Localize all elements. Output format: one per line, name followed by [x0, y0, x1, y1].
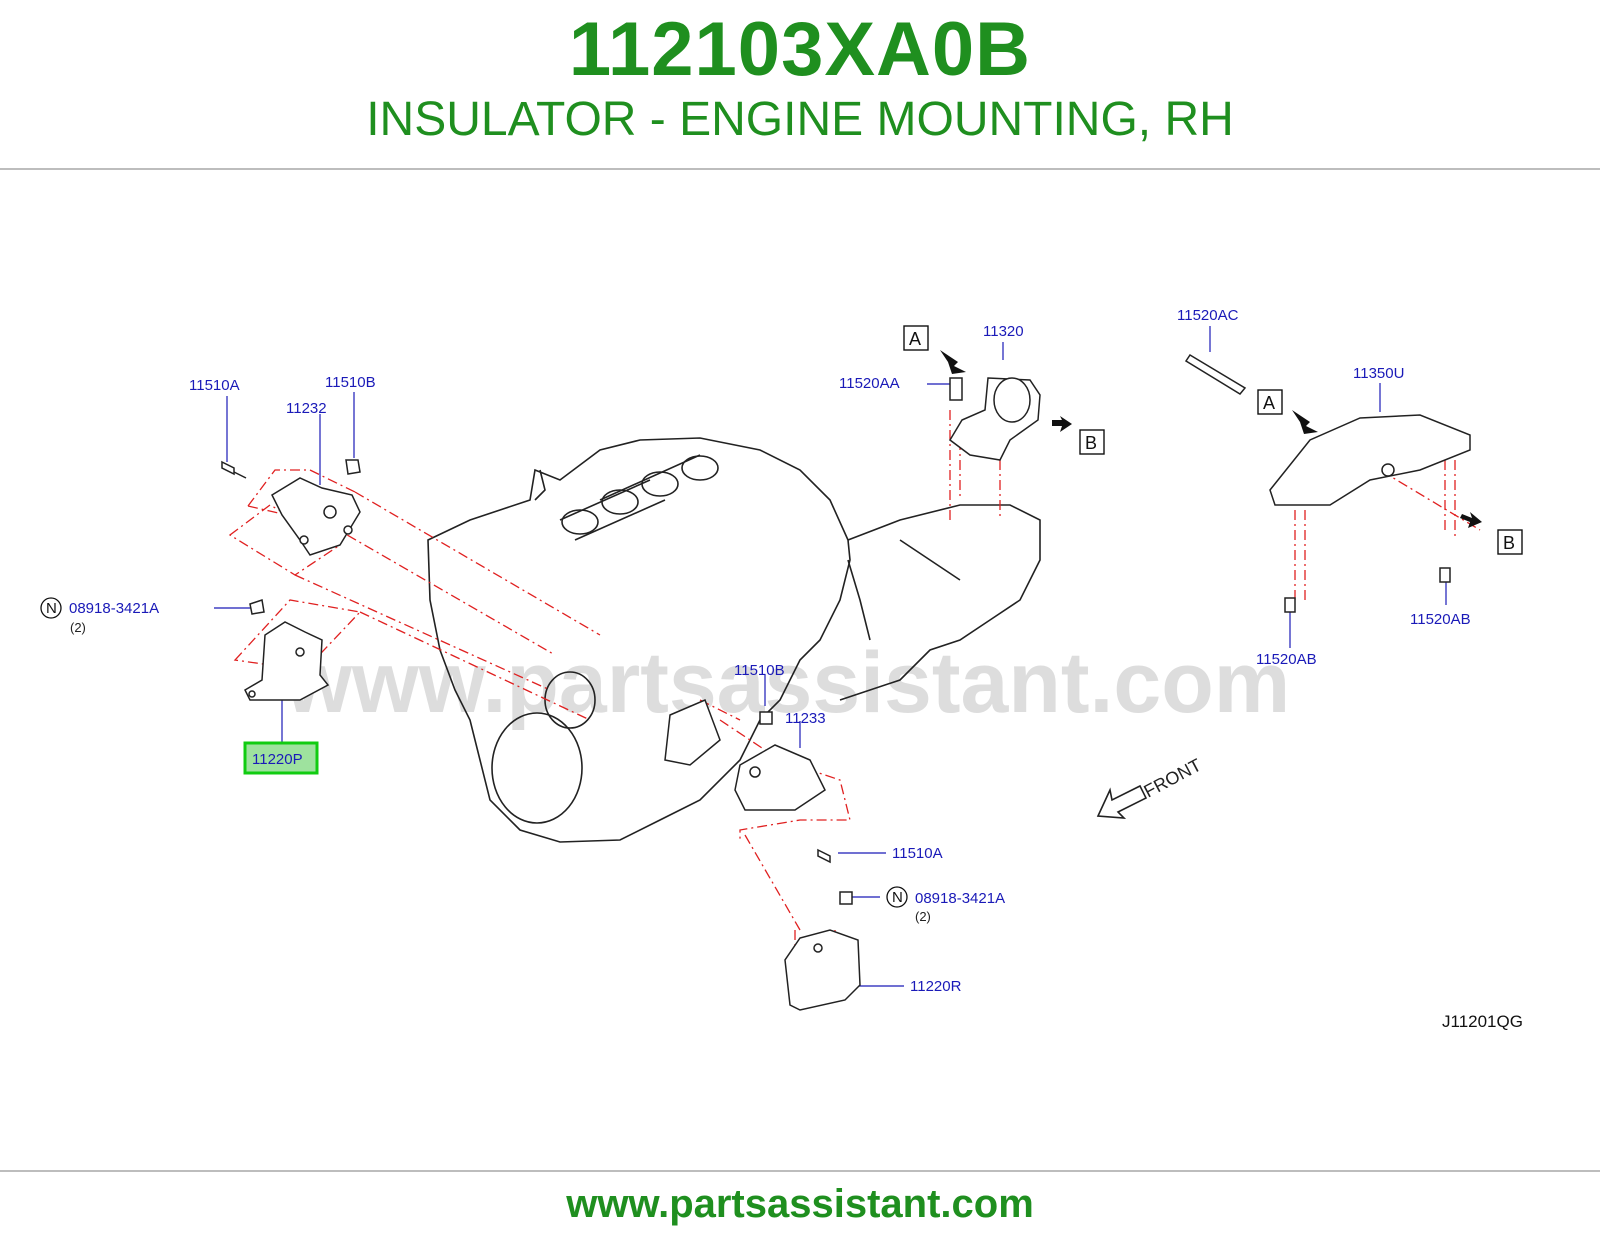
callout-11320[interactable]: 11320 [983, 323, 1024, 340]
component-drawings [221, 353, 1471, 1011]
callout-11350u[interactable]: 11350U [1353, 365, 1404, 382]
marker-a-box-1 [903, 325, 929, 351]
part-description: INSULATOR - ENGINE MOUNTING, RH [366, 93, 1234, 146]
reference-markers: A B A B [903, 325, 1523, 555]
insulator-11220r-shape [784, 929, 861, 1011]
callout-11233[interactable]: 11233 [785, 710, 826, 727]
bracket-11350u-shape [1269, 414, 1471, 506]
callout-11510a-mid[interactable]: 11510A [892, 845, 943, 862]
marker-b-label-2: B [1503, 533, 1515, 553]
marker-a-label-2: A [1263, 393, 1275, 413]
n-symbol-left: N [46, 600, 57, 617]
n-circle-left [40, 597, 62, 619]
callout-11510b-top[interactable]: 11510B [325, 374, 376, 391]
marker-a-label-1: A [909, 329, 921, 349]
footer-divider [0, 1170, 1600, 1172]
direction-arrows [940, 350, 1482, 528]
marker-b-box-1 [1079, 429, 1105, 455]
callout-11510b-mid[interactable]: 11510B [734, 662, 785, 679]
front-label: FRONT [1140, 755, 1204, 802]
part-number-title: 112103XA0B [568, 7, 1032, 92]
callout-11220r[interactable]: 11220R [910, 978, 962, 995]
callout-08918-left[interactable]: 08918-3421A [69, 600, 159, 617]
marker-b-box-2 [1497, 529, 1523, 555]
front-arrow-icon [1096, 784, 1148, 819]
engine-outline [427, 437, 1041, 843]
callout-11520ab-right[interactable]: 11520AB [1410, 611, 1471, 628]
callout-leader-lines [214, 326, 1447, 987]
callout-08918-right-qty: (2) [915, 909, 931, 924]
bracket-11232-shape [271, 477, 361, 556]
callout-11232[interactable]: 11232 [286, 400, 327, 417]
diagram-code: J11201QG [1442, 1012, 1523, 1031]
callout-08918-left-qty: (2) [70, 620, 86, 635]
parts-diagram: www.partsassistant.com [40, 307, 1523, 1031]
header-divider [0, 168, 1600, 170]
footer-website-link[interactable]: www.partsassistant.com [566, 1182, 1034, 1226]
callout-11520aa[interactable]: 11520AA [839, 375, 900, 392]
marker-a-box-2 [1257, 389, 1283, 415]
highlight-box-11220p[interactable] [243, 741, 319, 775]
callout-11510a-top[interactable]: 11510A [189, 377, 240, 394]
n-markers: N N [40, 597, 908, 908]
n-circle-right [886, 886, 908, 908]
front-direction-indicator: FRONT [1096, 755, 1205, 819]
callout-08918-right[interactable]: 08918-3421A [915, 890, 1005, 907]
page-header: 112103XA0B INSULATOR - ENGINE MOUNTING, … [0, 0, 1600, 168]
n-symbol-right: N [892, 889, 903, 906]
marker-b-label-1: B [1085, 433, 1097, 453]
callout-11520ab-left[interactable]: 11520AB [1256, 651, 1317, 668]
callout-11520ac[interactable]: 11520AC [1177, 307, 1239, 324]
bracket-11233-shape [734, 744, 826, 811]
insulator-11220p-shape [244, 621, 330, 701]
callout-labels: 11510A 11510B 11232 08918-3421A (2) 1122… [69, 307, 1471, 995]
callout-11220p[interactable]: 11220P [252, 751, 303, 768]
